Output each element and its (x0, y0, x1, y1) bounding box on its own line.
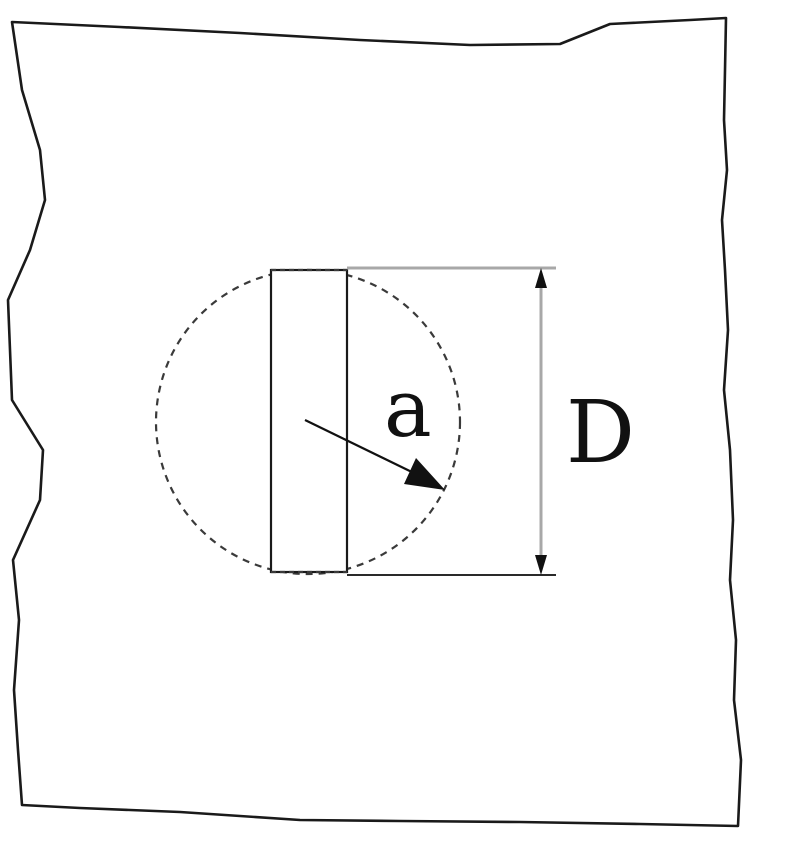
radius-line (304, 419, 421, 477)
radius-label: a (384, 362, 432, 455)
dimension-arrow-bottom-icon (535, 555, 547, 575)
dimension-arrow-top-icon (535, 268, 547, 288)
sheet-outline (6, 16, 743, 828)
radius-arrowhead-icon (404, 458, 445, 490)
diameter-label: D (566, 383, 635, 483)
